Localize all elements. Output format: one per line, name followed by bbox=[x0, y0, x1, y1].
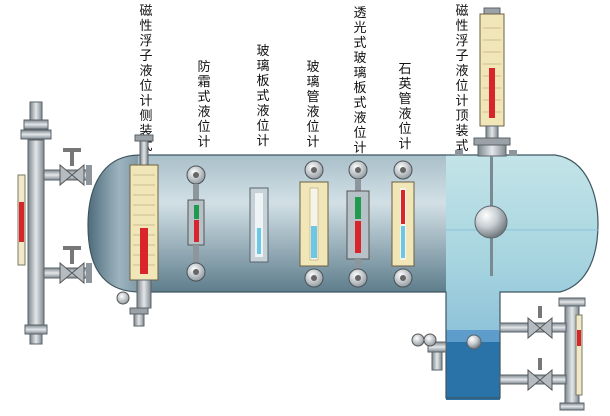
valve-icon bbox=[59, 246, 85, 285]
transparent-glass-plate-gauge bbox=[346, 160, 370, 288]
valve-icon bbox=[527, 306, 553, 340]
magnetic-top-gauge bbox=[455, 7, 517, 276]
label-glass-plate-gauge: 玻璃板式液位计 bbox=[256, 44, 270, 149]
horizontal-vessel bbox=[87, 154, 599, 400]
valve-icon bbox=[527, 358, 553, 392]
label-magnetic-float-top-mounted: 磁性浮子液位计顶装式 bbox=[455, 4, 469, 154]
label-glass-tube-gauge: 玻璃管液位计 bbox=[306, 60, 320, 150]
label-quartz-tube-gauge: 石英管液位计 bbox=[398, 62, 412, 152]
quartz-tube-gauge bbox=[391, 160, 415, 288]
valve-icon bbox=[59, 148, 85, 187]
antifrost-gauge bbox=[186, 165, 206, 282]
glass-tube-gauge bbox=[299, 160, 329, 288]
side-magnetic-chamber bbox=[17, 101, 92, 345]
label-magnetic-float-side-mounted: 磁性浮子液位计侧装式 bbox=[139, 4, 153, 154]
label-transparent-glass-plate-gauge: 透光式玻璃板式液位计 bbox=[353, 6, 367, 156]
bottom-external-chamber bbox=[411, 297, 586, 411]
label-antifrost-gauge: 防霜式液位计 bbox=[197, 60, 211, 150]
glass-plate-gauge bbox=[249, 187, 269, 263]
magnetic-side-gauge bbox=[116, 134, 159, 327]
